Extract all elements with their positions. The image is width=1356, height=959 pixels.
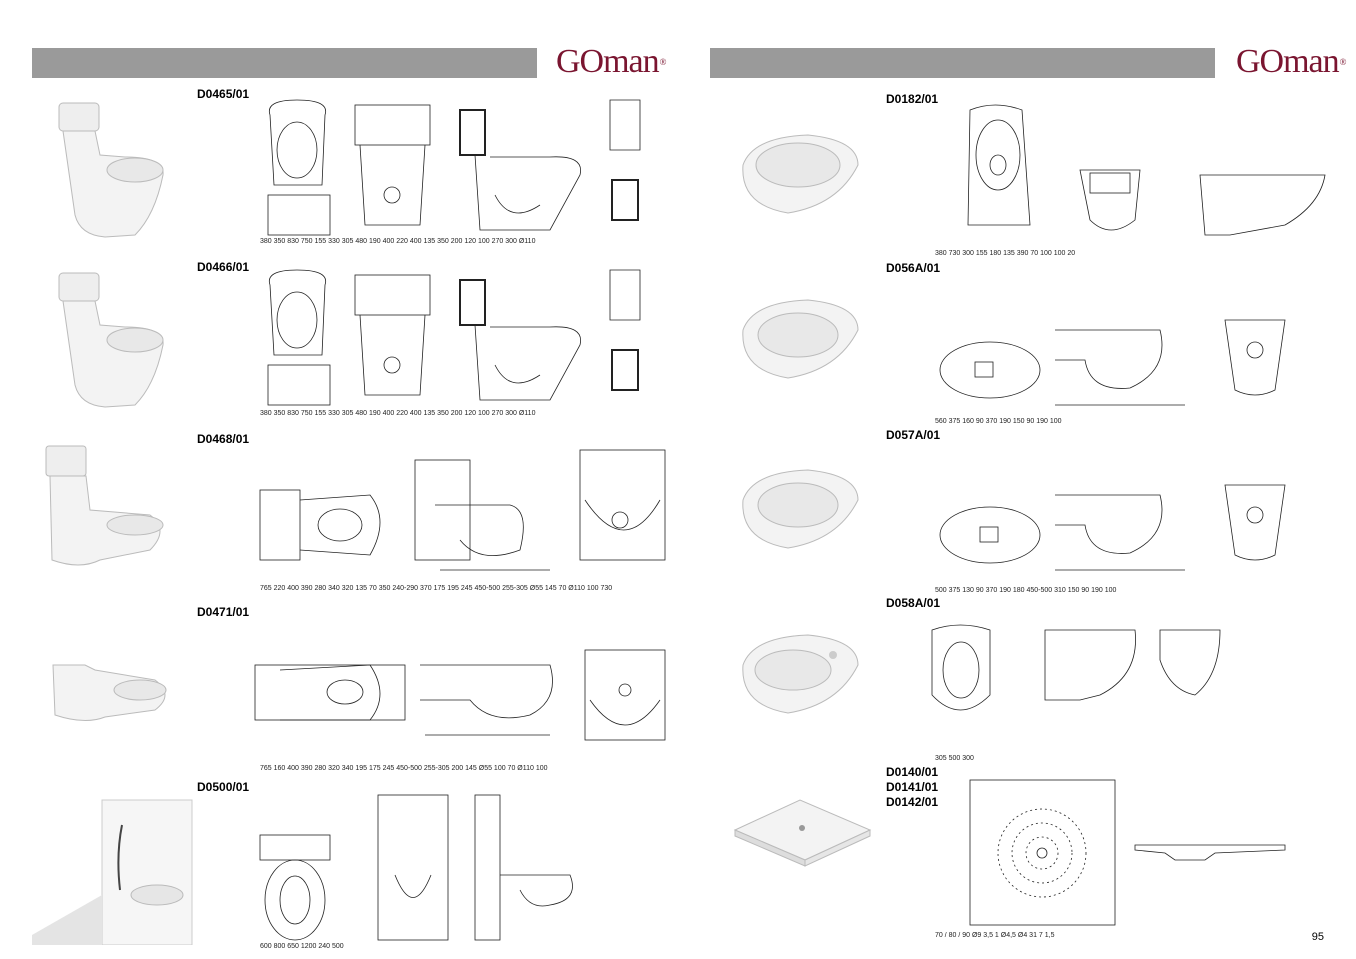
product-code: D0465/01	[197, 87, 250, 101]
product-code: D0466/01	[197, 260, 250, 274]
dimension-labels: 560 375 160 90 370 190 150 90 190 100	[935, 418, 1062, 425]
product-code: D0468/01	[197, 432, 250, 446]
page-number: 95	[1311, 931, 1324, 943]
dimension-labels: 70 / 80 / 90 Ø9 3,5 1 Ø4,5 Ø4 31 7 1,5	[935, 932, 1055, 939]
technical-drawing-d057a	[930, 465, 1310, 585]
technical-drawing-d056a	[930, 300, 1310, 420]
toilet-photo	[52, 664, 167, 721]
dimension-labels: 380 350 830 750 155 330 305 480 190 400 …	[260, 410, 536, 417]
technical-drawing-d058a	[920, 615, 1240, 755]
right-header-bar	[710, 48, 1215, 78]
technical-drawing-d0471	[250, 640, 670, 770]
technical-drawing-shower-tray	[965, 775, 1305, 930]
technical-drawing-d0466	[250, 265, 670, 425]
installation-photo	[32, 799, 193, 945]
dimension-labels: 600 800 650 1200 240 500	[260, 943, 344, 950]
product-code: D058A/01	[886, 596, 941, 610]
product-code: D056A/01	[886, 261, 941, 275]
dimension-labels: 305 500 300	[935, 755, 974, 762]
technical-drawing-d0500	[250, 790, 610, 950]
dimension-labels: 380 350 830 750 155 330 305 480 190 400 …	[260, 238, 536, 245]
logo-text: GOman	[1236, 43, 1340, 80]
toilet-photo	[45, 445, 164, 566]
product-code: D057A/01	[886, 428, 941, 442]
dimension-labels: 765 220 400 390 280 340 320 135 70 350 2…	[260, 585, 613, 592]
wall-hung-toilet-photo	[742, 469, 859, 549]
logo-text: GOman	[556, 43, 660, 80]
shower-tray-photo	[733, 799, 872, 867]
product-code: D0140/01	[886, 765, 939, 779]
product-code: D0471/01	[197, 605, 250, 619]
wall-hung-toilet-photo	[742, 134, 859, 214]
product-code: D0500/01	[197, 780, 250, 794]
technical-drawing-d0465	[250, 95, 670, 255]
product-code: D0182/01	[886, 92, 939, 106]
dimension-labels: 380 730 300 155 180 135 390 70 100 100 2…	[935, 250, 1076, 257]
product-code: D0141/01	[886, 780, 939, 794]
left-logo: GOman®	[556, 42, 666, 82]
reg-mark: ®	[1339, 57, 1347, 67]
reg-mark: ®	[659, 57, 667, 67]
bidet-photo	[742, 634, 859, 714]
product-code: D0142/01	[886, 795, 939, 809]
technical-drawing-d0182	[930, 95, 1330, 255]
wall-hung-toilet-photo	[742, 299, 859, 379]
right-logo: GOman®	[1236, 42, 1346, 82]
dimension-labels: 500 375 130 90 370 190 180 450-500 310 1…	[935, 587, 1117, 594]
dimension-labels: 765 160 400 390 280 320 340 195 175 245 …	[260, 765, 548, 772]
technical-drawing-d0468	[250, 440, 670, 600]
toilet-photo	[58, 272, 164, 408]
toilet-photo	[58, 102, 164, 238]
left-header-bar	[32, 48, 537, 78]
